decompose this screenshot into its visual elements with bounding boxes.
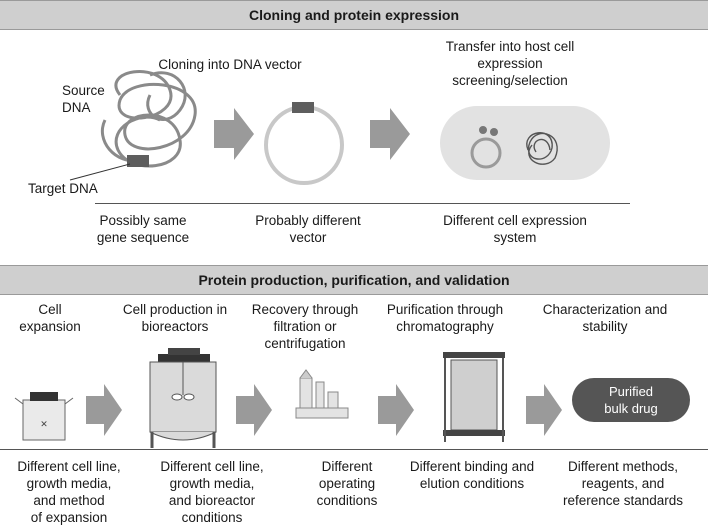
bioreactor-icon <box>149 348 217 448</box>
purified-bulk-drug-label: Purified bulk drug <box>604 384 658 416</box>
note-recovery: Different operating conditions <box>316 459 378 508</box>
step-transfer-label: Transfer into host cell expression scree… <box>445 39 575 88</box>
target-dna-label: Target DNA <box>28 181 98 196</box>
svg-text:✕: ✕ <box>40 419 48 429</box>
source-dna-label: Source DNA <box>62 83 105 115</box>
step-bioreactor-label: Cell production in bioreactors <box>122 302 228 334</box>
arrow-icon <box>86 384 122 436</box>
step-purification-label: Purification through chromatography <box>386 302 504 334</box>
plasmid-vector-icon <box>264 105 344 185</box>
purified-bulk-drug-badge <box>572 378 690 422</box>
section-header-production: Protein production, purification, and va… <box>0 265 708 295</box>
arrow-icon <box>378 384 414 436</box>
cell-chromosome-icon <box>526 132 558 165</box>
filtration-icon <box>295 369 349 419</box>
step-cell-expansion-label: Cell expansion <box>19 302 81 334</box>
arrow-icon <box>214 108 254 160</box>
flask-icon: ✕ <box>14 392 74 441</box>
arrow-icon <box>370 108 410 160</box>
step-recovery-label: Recovery through filtration or centrifug… <box>251 302 359 351</box>
step-cloning-label: Cloning into DNA vector <box>158 57 302 72</box>
step-characterization-label: Characterization and stability <box>542 302 668 334</box>
host-cell-icon <box>440 106 610 180</box>
note-same-gene: Possibly same gene sequence <box>96 213 190 245</box>
source-dna-icon <box>101 70 197 168</box>
arrow-icon <box>236 384 272 436</box>
note-cell-expansion: Different cell line, growth media, and m… <box>17 459 121 525</box>
insert-gene-icon <box>292 102 314 113</box>
note-characterization: Different methods, reagents, and referen… <box>562 459 684 508</box>
note-different-vector: Probably different vector <box>255 213 361 245</box>
target-dna-segment-icon <box>127 155 149 167</box>
section-header-cloning: Cloning and protein expression <box>0 0 708 30</box>
chromatography-column-icon <box>443 352 505 442</box>
note-purification: Different binding and elution conditions <box>409 459 535 491</box>
cell-plasmid-icon <box>470 137 502 169</box>
section1-divider <box>95 203 630 204</box>
section2-divider <box>0 449 708 450</box>
target-dna-pointer <box>69 163 131 181</box>
note-bioreactor: Different cell line, growth media, and b… <box>160 459 264 525</box>
arrow-icon <box>526 384 562 436</box>
note-cell-expression: Different cell expression system <box>443 213 587 245</box>
